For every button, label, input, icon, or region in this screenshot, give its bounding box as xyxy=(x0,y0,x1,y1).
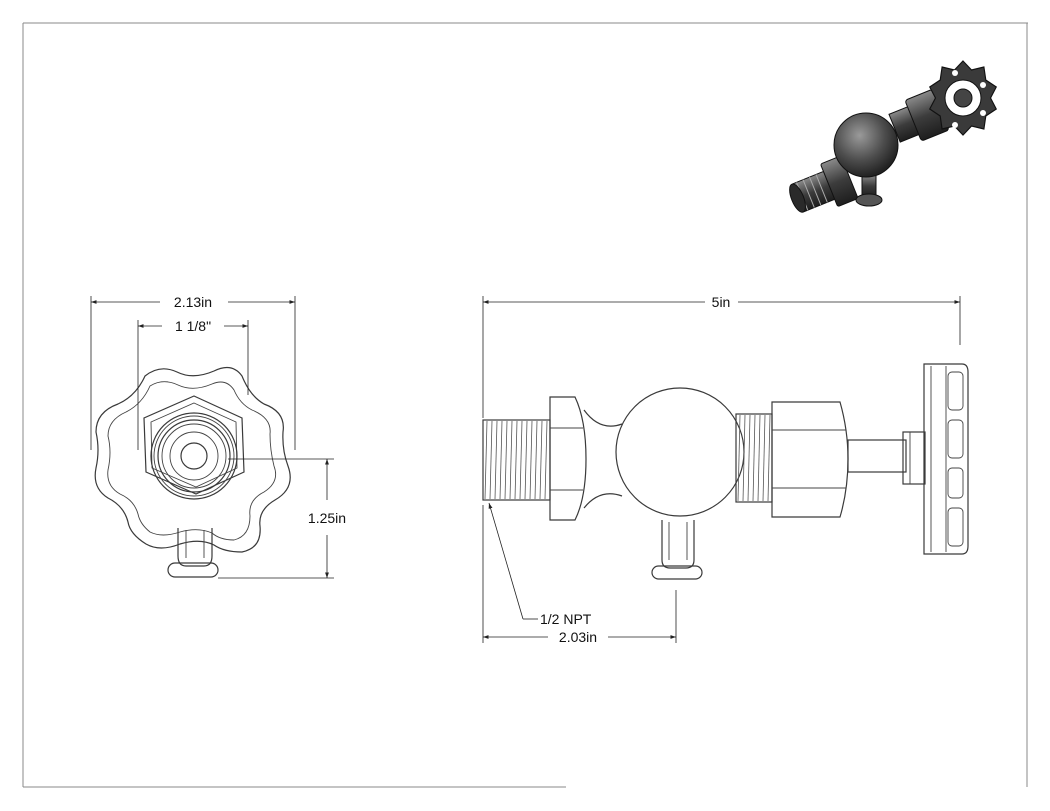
dim-overall-length: 5in xyxy=(712,294,731,310)
dim-front-height: 1.25in xyxy=(308,510,346,526)
inlet-threads xyxy=(484,420,548,500)
dim-outlet-offset: 2.03in xyxy=(559,629,597,645)
side-view xyxy=(482,363,969,580)
front-view-dimensions: 2.13in 1 1/8" 1.25in xyxy=(90,294,346,579)
dim-hex-size: 1 1/8" xyxy=(175,318,211,334)
front-view xyxy=(94,366,291,578)
packing-threads xyxy=(737,414,771,502)
drawing-frame xyxy=(22,22,1028,788)
thread-callout: 1/2 NPT xyxy=(540,611,592,627)
dim-front-width: 2.13in xyxy=(174,294,212,310)
side-view-dimensions: 5in 1/2 NPT 2.03in xyxy=(482,294,961,645)
isometric-view xyxy=(789,60,998,213)
